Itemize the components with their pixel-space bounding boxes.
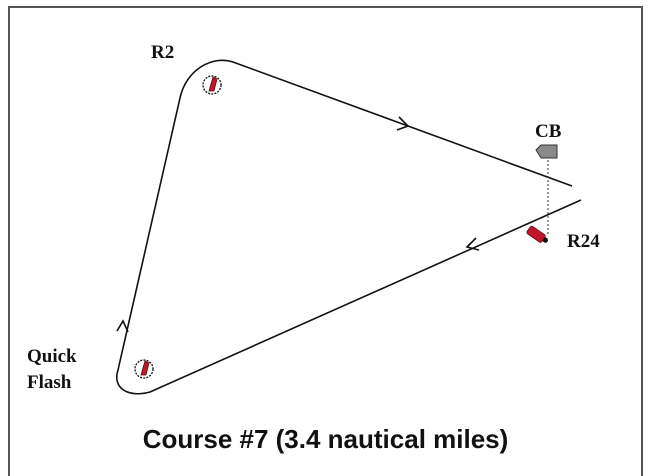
course-route-line [115, 59, 582, 395]
mark-label-cb: CB [535, 121, 562, 142]
gray-can-buoy-icon [535, 144, 558, 159]
mark-label-r2: R2 [151, 42, 174, 63]
red-buoy-rounded-icon [202, 75, 222, 95]
red-nun-buoy-icon [526, 225, 548, 243]
mark-label-quick: Quick [27, 346, 77, 367]
direction-arrow-top-leg [396, 116, 410, 131]
mark-label-flash: Flash [27, 372, 72, 393]
figure-frame [8, 6, 643, 476]
mark-label-r24: R24 [567, 231, 600, 252]
direction-arrow-bottom-leg [465, 237, 480, 251]
direction-arrow-left-leg [116, 319, 129, 333]
course-caption: Course #7 (3.4 nautical miles) [142, 424, 509, 454]
red-buoy-rounded-icon [134, 359, 154, 379]
